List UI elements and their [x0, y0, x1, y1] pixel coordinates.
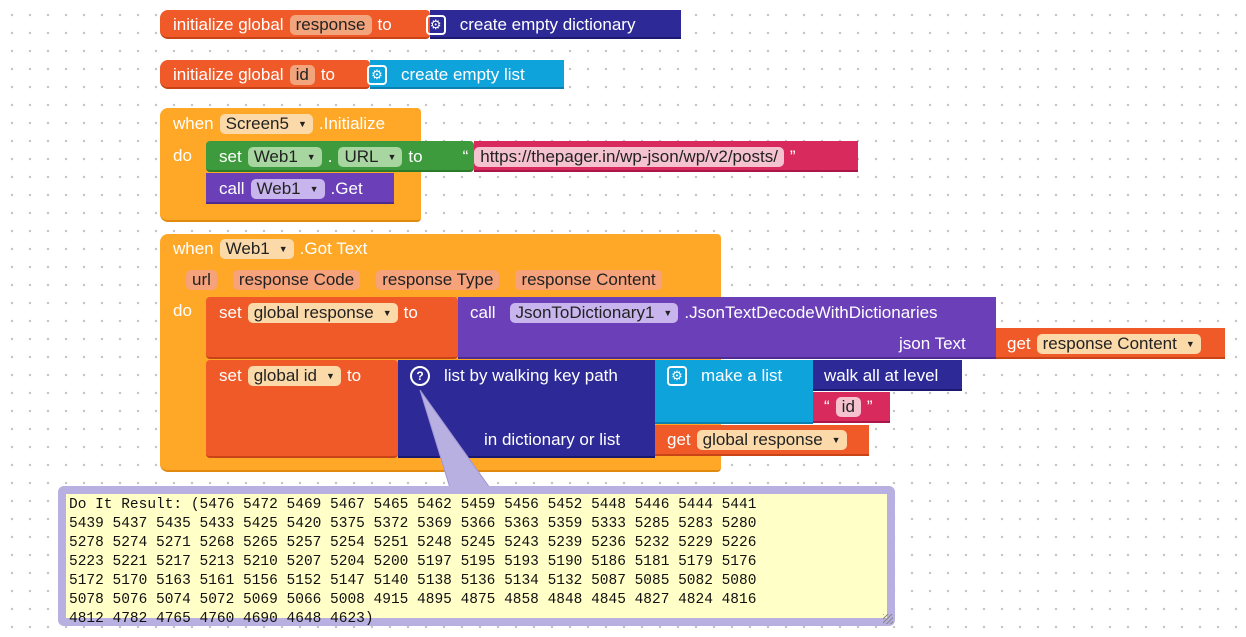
- create-empty-list-block[interactable]: [370, 60, 564, 89]
- event-name: .Got Text: [299, 239, 368, 258]
- method-name: .JsonTextDecodeWithDictionaries: [684, 303, 938, 322]
- set-keyword: set: [219, 303, 242, 322]
- variable-name: global id: [253, 366, 318, 385]
- to-keyword: to: [346, 366, 362, 385]
- component-name: Web1: [256, 178, 301, 198]
- component-name: JsonToDictionary1: [515, 303, 655, 322]
- gear-icon[interactable]: ⚙: [425, 14, 446, 35]
- variable-dropdown-global-response[interactable]: global response ▼: [247, 303, 398, 323]
- url-text-field[interactable]: https://thepager.in/wp-json/wp/v2/posts/: [474, 146, 784, 167]
- get-keyword: get: [1007, 334, 1031, 353]
- chevron-down-icon: ▼: [297, 119, 307, 129]
- component-name: Web1: [225, 239, 270, 258]
- chevron-down-icon: ▼: [309, 183, 319, 194]
- init-global-id-block[interactable]: [160, 60, 370, 89]
- do-keyword: do: [173, 301, 192, 320]
- event-param-response-content[interactable]: response Content: [515, 270, 662, 290]
- to-keyword: to: [377, 14, 392, 34]
- chevron-down-icon: ▼: [278, 244, 288, 254]
- open-quote: “: [824, 397, 830, 416]
- walk-key-path-label: list by walking key path: [444, 366, 618, 385]
- variable-name: global response: [253, 303, 374, 322]
- event-name: .Initialize: [318, 114, 386, 133]
- close-quote: ”: [789, 146, 796, 166]
- open-quote: “: [462, 146, 469, 166]
- component-dropdown-screen5[interactable]: Screen5 ▼: [219, 114, 313, 134]
- do-it-result-text: Do It Result: (5476 5472 5469 5467 5465 …: [69, 497, 757, 627]
- component-name: Web1: [253, 146, 298, 166]
- property-dropdown-url[interactable]: URL ▼: [338, 146, 403, 167]
- when-keyword: when: [173, 114, 214, 133]
- id-text-field[interactable]: id: [835, 397, 861, 417]
- init-keyword: initialize global: [173, 14, 284, 34]
- component-dropdown-jsontodictionary[interactable]: JsonToDictionary1 ▼: [509, 303, 679, 323]
- make-a-list-block[interactable]: [655, 360, 813, 424]
- chevron-down-icon: ▼: [663, 308, 673, 318]
- resize-handle[interactable]: [883, 614, 893, 624]
- variable-dropdown-global-id[interactable]: global id ▼: [247, 366, 341, 386]
- chevron-down-icon: ▼: [306, 151, 316, 162]
- gear-icon[interactable]: ⚙: [667, 366, 687, 386]
- gear-icon[interactable]: ⚙: [367, 64, 387, 85]
- call-keyword: call: [219, 178, 245, 198]
- event-param-url[interactable]: url: [186, 270, 217, 290]
- init-keyword: initialize global: [173, 64, 284, 84]
- close-quote: ”: [866, 397, 873, 416]
- walk-all-at-level-label: walk all at level: [824, 366, 939, 385]
- event-param-response-code[interactable]: response Code: [232, 270, 361, 290]
- event-param-response-type[interactable]: response Type: [376, 270, 500, 290]
- component-dropdown-web1[interactable]: Web1 ▼: [250, 178, 325, 199]
- global-variable-name-response[interactable]: response: [289, 14, 372, 35]
- walk-all-at-level-block[interactable]: [813, 360, 962, 391]
- component-dropdown-web1[interactable]: Web1 ▼: [247, 146, 322, 167]
- bubble-pointer: [419, 389, 491, 489]
- dot-separator: .: [327, 146, 333, 166]
- chevron-down-icon: ▼: [1185, 339, 1195, 349]
- variable-dropdown-global-response[interactable]: global response ▼: [696, 430, 847, 450]
- variable-name: global response: [702, 430, 823, 449]
- chevron-down-icon: ▼: [387, 151, 397, 162]
- chevron-down-icon: ▼: [831, 435, 841, 445]
- do-keyword: do: [173, 146, 192, 165]
- create-empty-list-label: create empty list: [401, 64, 525, 84]
- create-empty-dictionary-label: create empty dictionary: [459, 14, 636, 34]
- do-it-result-text-area[interactable]: Do It Result: (5476 5472 5469 5467 5465 …: [66, 494, 887, 627]
- variable-name: response Content: [1042, 334, 1177, 353]
- method-name: .Get: [330, 178, 363, 198]
- set-keyword: set: [219, 366, 242, 385]
- get-keyword: get: [667, 430, 691, 449]
- set-keyword: set: [219, 146, 242, 166]
- to-keyword: to: [403, 303, 418, 322]
- help-icon[interactable]: ?: [410, 366, 430, 386]
- json-text-socket-label: json Text: [899, 334, 966, 353]
- do-it-result-bubble[interactable]: Do It Result: (5476 5472 5469 5467 5465 …: [58, 486, 895, 627]
- call-keyword: call: [470, 303, 496, 322]
- when-keyword: when: [173, 239, 214, 258]
- to-keyword: to: [320, 64, 335, 84]
- chevron-down-icon: ▼: [382, 308, 392, 318]
- chevron-down-icon: ▼: [326, 371, 335, 381]
- component-name: Screen5: [225, 114, 289, 133]
- component-dropdown-web1[interactable]: Web1 ▼: [219, 239, 294, 259]
- property-name: URL: [344, 146, 379, 166]
- variable-dropdown-response-content[interactable]: response Content ▼: [1036, 334, 1201, 354]
- walk-key-path-block[interactable]: [398, 360, 655, 458]
- create-empty-dictionary-block[interactable]: [430, 10, 681, 39]
- in-dictionary-or-list-label: in dictionary or list: [484, 430, 621, 449]
- global-variable-name-id[interactable]: id: [289, 64, 315, 85]
- make-a-list-label: make a list: [701, 366, 783, 385]
- to-keyword: to: [408, 146, 423, 166]
